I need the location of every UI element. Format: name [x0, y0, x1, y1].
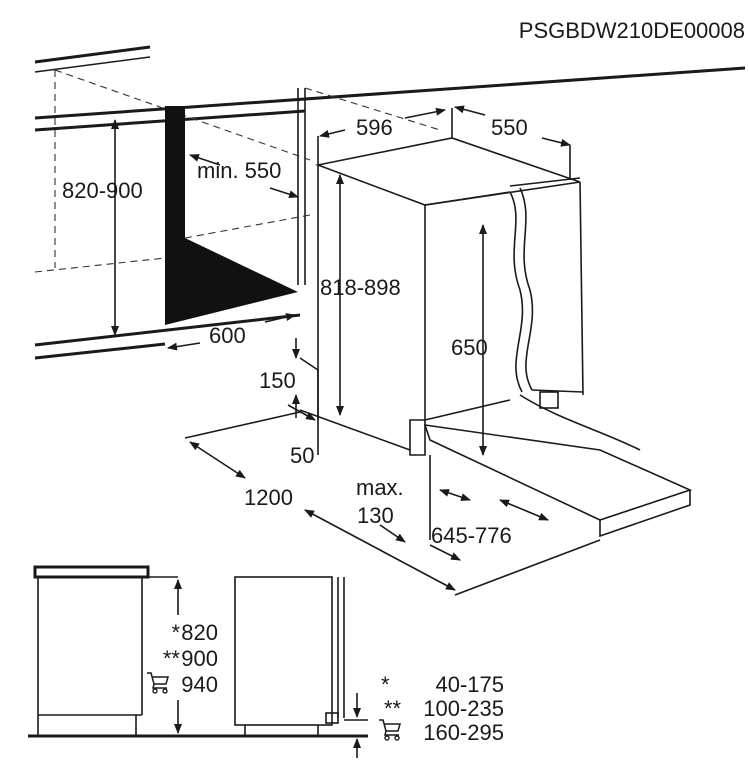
range-value: 100-235: [423, 696, 504, 721]
dimension-lines: [111, 105, 601, 596]
side-view-cabinet: [28, 565, 368, 738]
max-value-label: 130: [357, 503, 394, 528]
cart-icon: [378, 719, 401, 741]
plinth-depth-label: 50: [290, 443, 314, 468]
height-marker: **: [163, 646, 181, 671]
side-view-heights: * 820 ** 900 940: [146, 620, 218, 697]
max-label: max.: [356, 475, 404, 500]
range-value: 160-295: [423, 720, 504, 745]
range-value: 40-175: [435, 672, 504, 697]
door-height-label: 650: [451, 335, 488, 360]
appliance-height-label: 818-898: [320, 275, 401, 300]
diagram-id: PSGBDW210DE00008: [519, 18, 745, 43]
height-value: 940: [181, 672, 218, 697]
depth-label: 550: [491, 115, 528, 140]
niche-height-label: 820-900: [62, 178, 143, 203]
dishwasher: [299, 137, 693, 540]
door-range-label: 645-776: [431, 523, 512, 548]
cart-icon: [146, 672, 169, 694]
min-depth-label: min. 550: [197, 158, 281, 183]
side-view-appliance: [234, 576, 368, 758]
plinth-ranges: * 40-175 ** 100-235 160-295: [378, 672, 504, 745]
height-marker: *: [171, 620, 180, 645]
plinth-height-label: 150: [259, 368, 296, 393]
niche-shadow: [165, 106, 298, 325]
width-label: 596: [356, 115, 393, 140]
range-marker: **: [384, 696, 402, 721]
door-open-depth-label: 1200: [244, 485, 293, 510]
height-value: 900: [181, 646, 218, 671]
range-marker: *: [381, 672, 390, 697]
niche-width-label: 600: [209, 323, 246, 348]
height-value: 820: [181, 620, 218, 645]
